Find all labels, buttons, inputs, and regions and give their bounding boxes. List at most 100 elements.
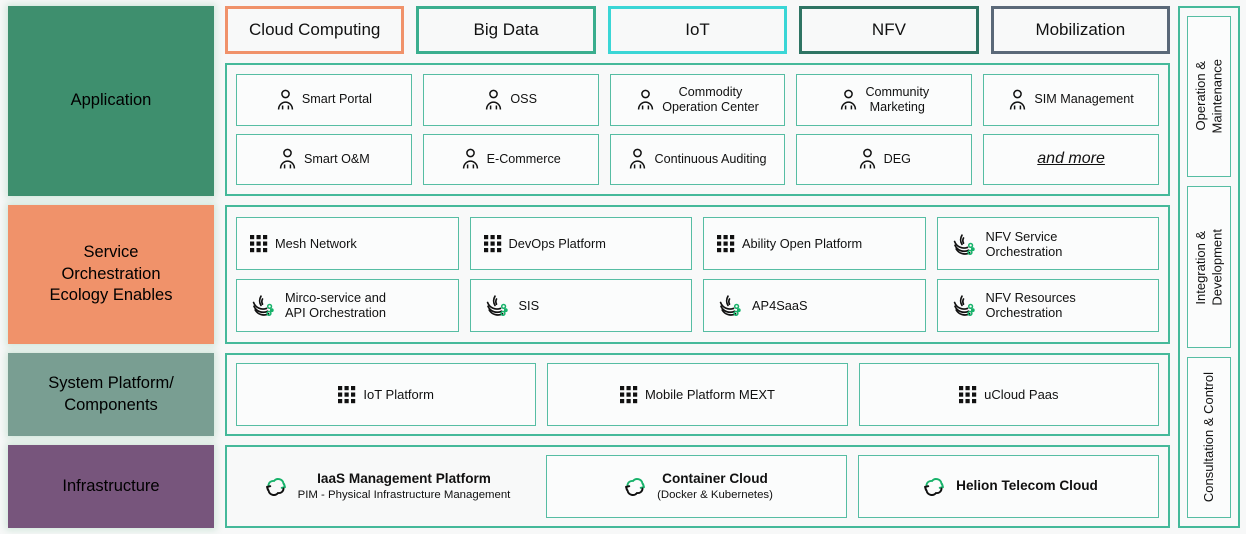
sidebar-item-integration-development[interactable]: Integration & Development xyxy=(1187,186,1231,348)
cell-label: Commodity Operation Center xyxy=(662,84,759,114)
cell-nfv-service-orchestration[interactable]: NFV Service Orchestration xyxy=(936,217,1159,270)
cell-label: AP4SaaS xyxy=(752,297,808,313)
grid-icon xyxy=(250,234,268,253)
tag-label: IoT xyxy=(685,20,710,39)
cell-label: DevOps Platform xyxy=(508,236,606,252)
swirl-icon xyxy=(951,232,979,256)
cell-and-more[interactable]: and more xyxy=(983,133,1159,186)
person-icon xyxy=(484,89,503,111)
cell-micro-service-api-orchestration[interactable]: Mirco-service and API Orchestration xyxy=(236,278,459,332)
sidebar-item-label: Operation & Maintenance xyxy=(1192,59,1224,134)
system-cells: IoT Platform Mobile Platform MEXT uCloud… xyxy=(225,352,1170,437)
cell-ap4saas[interactable]: AP4SaaS xyxy=(703,278,926,332)
cloud-icon xyxy=(919,475,949,499)
tag-cloud-computing[interactable]: Cloud Computing xyxy=(225,6,405,54)
layers-column: Application Cloud Computing Big Data IoT… xyxy=(8,6,1171,528)
cell-label: Mesh Network xyxy=(275,236,357,252)
layer-label-system-platform: System Platform/ Components xyxy=(8,352,214,437)
cell-text-stack: Helion Telecom Cloud xyxy=(956,478,1098,495)
cell-label: Mobile Platform MEXT xyxy=(644,386,776,402)
cell-ability-open-platform[interactable]: Ability Open Platform xyxy=(703,217,926,270)
layer-label-infrastructure: Infrastructure xyxy=(8,445,214,528)
cell-text-stack: Container Cloud (Docker & Kubernetes) xyxy=(657,471,773,502)
cell-row: Mesh Network DevOps Platform Ability Ope… xyxy=(236,217,1159,270)
application-cells: Smart Portal OSS Commodity Operation Cen… xyxy=(225,63,1170,197)
cell-mesh-network[interactable]: Mesh Network xyxy=(236,217,459,270)
person-icon xyxy=(636,89,655,111)
grid-icon xyxy=(338,385,356,404)
cell-helion-telecom-cloud[interactable]: Helion Telecom Cloud xyxy=(858,455,1159,518)
cell-label: Helion Telecom Cloud xyxy=(956,478,1098,494)
grid-icon xyxy=(959,385,977,404)
cross-cutting-sidebar: Operation & Maintenance Integration & De… xyxy=(1178,6,1240,528)
cell-label: IaaS Management Platform xyxy=(317,471,491,487)
tag-label: Mobilization xyxy=(1035,20,1126,39)
cell-container-cloud[interactable]: Container Cloud (Docker & Kubernetes) xyxy=(546,455,847,518)
cell-label: OSS xyxy=(510,92,537,107)
tag-iot[interactable]: IoT xyxy=(607,6,788,54)
tag-label: Cloud Computing xyxy=(249,20,381,39)
cell-label: E-Commerce xyxy=(486,152,561,166)
person-icon xyxy=(276,89,295,111)
cell-smart-om[interactable]: Smart O&M xyxy=(236,133,412,186)
cell-label: Community Marketing xyxy=(865,84,930,114)
person-icon xyxy=(858,148,877,170)
cell-sim-management[interactable]: SIM Management xyxy=(983,74,1159,126)
cell-row: IaaS Management Platform PIM - Physical … xyxy=(236,455,1159,518)
cell-community-marketing[interactable]: Community Marketing xyxy=(796,74,973,126)
cloud-icon xyxy=(620,475,650,499)
tag-label: Big Data xyxy=(473,20,539,39)
cell-row: Smart O&M E-Commerce Continuous Auditing xyxy=(236,133,1159,186)
person-icon xyxy=(628,148,647,170)
cell-row: IoT Platform Mobile Platform MEXT uCloud… xyxy=(236,362,1159,427)
swirl-icon xyxy=(250,293,278,317)
cell-e-commerce[interactable]: E-Commerce xyxy=(422,133,599,186)
layer-system-platform: System Platform/ Components IoT Platform… xyxy=(8,352,1170,437)
service-cells: Mesh Network DevOps Platform Ability Ope… xyxy=(225,205,1170,344)
cell-iaas-management-platform[interactable]: IaaS Management Platform PIM - Physical … xyxy=(236,455,535,518)
cell-label: Container Cloud xyxy=(662,471,768,487)
cell-oss[interactable]: OSS xyxy=(422,74,599,126)
cell-iot-platform[interactable]: IoT Platform xyxy=(236,362,537,427)
cell-label: NFV Service Orchestration xyxy=(985,228,1063,259)
cell-sis[interactable]: SIS xyxy=(469,278,692,332)
cell-label: Ability Open Platform xyxy=(742,236,863,252)
cell-label: SIS xyxy=(518,297,540,313)
cell-label: uCloud Paas xyxy=(984,386,1059,402)
cell-label: and more xyxy=(1037,150,1105,167)
cell-ucloud-paas[interactable]: uCloud Paas xyxy=(858,362,1159,427)
cell-row: Smart Portal OSS Commodity Operation Cen… xyxy=(236,74,1159,126)
tag-big-data[interactable]: Big Data xyxy=(416,6,596,54)
cell-row: Mirco-service and API Orchestration SIS … xyxy=(236,278,1159,332)
cell-deg[interactable]: DEG xyxy=(796,133,973,186)
cell-label: DEG xyxy=(883,152,911,166)
tag-label: NFV xyxy=(871,20,906,39)
person-icon xyxy=(1008,89,1027,111)
cell-label: SIM Management xyxy=(1034,92,1134,107)
cell-smart-portal[interactable]: Smart Portal xyxy=(236,74,412,126)
grid-icon xyxy=(619,385,638,404)
cell-label: Smart O&M xyxy=(304,152,370,166)
sidebar-item-label: Integration & Development xyxy=(1192,228,1224,306)
cloud-icon xyxy=(261,475,291,499)
cell-label: Smart Portal xyxy=(301,92,372,107)
grid-icon xyxy=(483,234,502,253)
layer-application: Application Cloud Computing Big Data IoT… xyxy=(8,6,1171,197)
sidebar-item-consultation-control[interactable]: Consultation & Control xyxy=(1187,356,1231,518)
cell-sublabel: (Docker & Kubernetes) xyxy=(657,489,773,502)
cell-commodity-operation-center[interactable]: Commodity Operation Center xyxy=(609,74,786,126)
cell-nfv-resources-orchestration[interactable]: NFV Resources Orchestration xyxy=(936,278,1159,332)
cell-sublabel: PIM - Physical Infrastructure Management xyxy=(297,489,511,502)
cell-continuous-auditing[interactable]: Continuous Auditing xyxy=(609,133,786,186)
cell-label: Mirco-service and API Orchestration xyxy=(285,290,386,321)
cell-label: IoT Platform xyxy=(363,386,434,402)
tag-mobilization[interactable]: Mobilization xyxy=(990,6,1171,54)
tag-nfv[interactable]: NFV xyxy=(799,6,979,54)
swirl-icon xyxy=(951,293,979,317)
cell-text-stack: IaaS Management Platform PIM - Physical … xyxy=(298,471,511,502)
sidebar-item-operation-maintenance[interactable]: Operation & Maintenance xyxy=(1187,16,1231,178)
application-content: Cloud Computing Big Data IoT NFV Mobiliz… xyxy=(225,6,1171,197)
cell-devops-platform[interactable]: DevOps Platform xyxy=(469,217,692,270)
cell-mobile-platform-mext[interactable]: Mobile Platform MEXT xyxy=(547,362,848,427)
